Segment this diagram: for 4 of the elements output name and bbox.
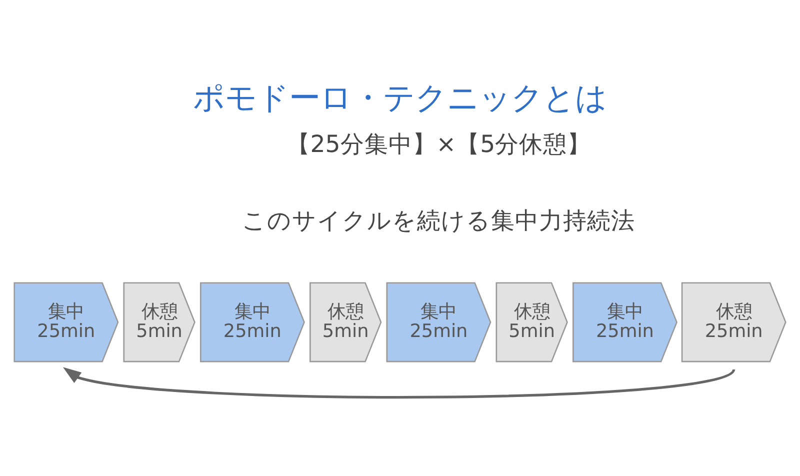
arrow <box>62 367 735 398</box>
diagram-title: ポモドーロ・テクニックとは <box>193 80 607 117</box>
label: 【25分集中】×【5分休憩】 <box>286 130 592 158</box>
label: このサイクルを続ける集中力持続法 <box>242 206 636 234</box>
